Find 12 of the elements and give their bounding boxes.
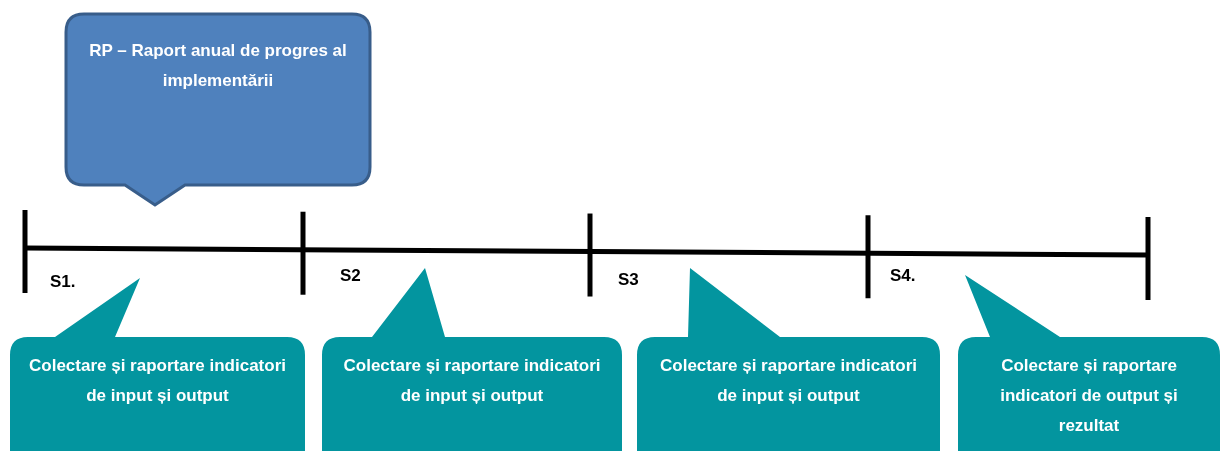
callout-text: Colectare și raportare indicatori de input și output	[342, 355, 602, 407]
callout-text: Colectare și raportare indicatori de input și output	[28, 355, 287, 407]
stage-label: S1.	[50, 272, 76, 292]
stage-label: S4.	[890, 266, 916, 286]
callout-text: RP – Raport anual de progres al implementării	[88, 40, 348, 92]
stage-label: S3	[618, 270, 639, 290]
callout-shape	[958, 275, 1220, 451]
stage-label: S2	[340, 266, 361, 286]
callout-text: Colectare și raportare indicatori de input și output	[659, 355, 918, 407]
callout-shape	[66, 14, 370, 205]
callout-shape	[637, 268, 940, 451]
callout-text: Colectare și raportare indicatori de output și rezultat	[999, 355, 1179, 437]
